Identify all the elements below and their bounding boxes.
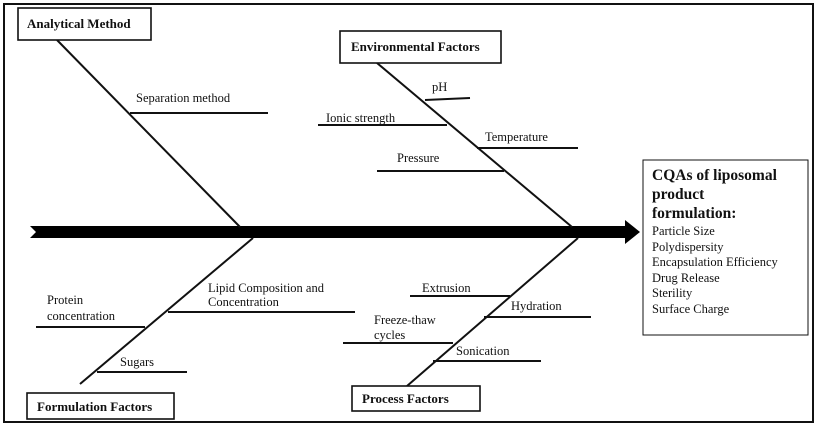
cause-sugars: Sugars bbox=[120, 355, 154, 369]
category-title-process-factors: Process Factors bbox=[362, 391, 449, 406]
effect-item: Surface Charge bbox=[652, 302, 730, 316]
cause-ph: pH bbox=[432, 80, 447, 94]
category-title-formulation-factors: Formulation Factors bbox=[37, 399, 152, 414]
category-box-environmental-factors bbox=[339, 30, 502, 64]
effect-item: Drug Release bbox=[652, 271, 720, 285]
spine-arrow bbox=[30, 220, 640, 244]
effect-box: CQAs of liposomal product formulation: P… bbox=[642, 159, 809, 336]
outer-border bbox=[3, 3, 814, 423]
branch-process-factors: Extrusion Hydration Freeze-thaw cycles S… bbox=[343, 237, 591, 412]
branch-analytical-method: Separation method Analytical Method bbox=[17, 7, 268, 228]
category-box-formulation-factors bbox=[26, 392, 175, 420]
effect-title-line3: formulation: bbox=[652, 205, 736, 222]
effect-title-line2: product bbox=[652, 186, 705, 203]
effect-item: Particle Size bbox=[652, 224, 715, 238]
cause-freeze-thaw-line1: Freeze-thaw bbox=[374, 313, 436, 327]
category-title-analytical-method: Analytical Method bbox=[27, 16, 131, 31]
cause-lipid-composition-line1: Lipid Composition and bbox=[208, 281, 325, 295]
cause-temperature: Temperature bbox=[485, 130, 548, 144]
branch-formulation-factors: Lipid Composition and Concentration Prot… bbox=[26, 237, 355, 420]
cause-protein-concentration-line2: concentration bbox=[47, 309, 116, 323]
category-box-analytical-method bbox=[17, 7, 152, 41]
effect-item: Sterility bbox=[652, 286, 693, 300]
cause-hydration: Hydration bbox=[511, 299, 562, 313]
category-title-environmental-factors: Environmental Factors bbox=[351, 39, 480, 54]
effect-item: Polydispersity bbox=[652, 240, 724, 254]
cause-separation-method: Separation method bbox=[136, 91, 231, 105]
cause-pressure: Pressure bbox=[397, 151, 440, 165]
cause-ionic-strength: Ionic strength bbox=[326, 111, 396, 125]
effect-box-frame bbox=[642, 159, 809, 336]
category-box-process-factors bbox=[351, 385, 481, 412]
cause-freeze-thaw-line2: cycles bbox=[374, 328, 405, 342]
cause-extrusion: Extrusion bbox=[422, 281, 471, 295]
cause-lipid-composition-line2: Concentration bbox=[208, 295, 280, 309]
cause-protein-concentration-line1: Protein bbox=[47, 293, 84, 307]
cause-sonication: Sonication bbox=[456, 344, 510, 358]
branch-environmental-factors: pH Ionic strength Temperature Pressure E… bbox=[318, 30, 578, 228]
effect-item: Encapsulation Efficiency bbox=[652, 255, 779, 269]
effect-title-line1: CQAs of liposomal bbox=[652, 167, 778, 184]
